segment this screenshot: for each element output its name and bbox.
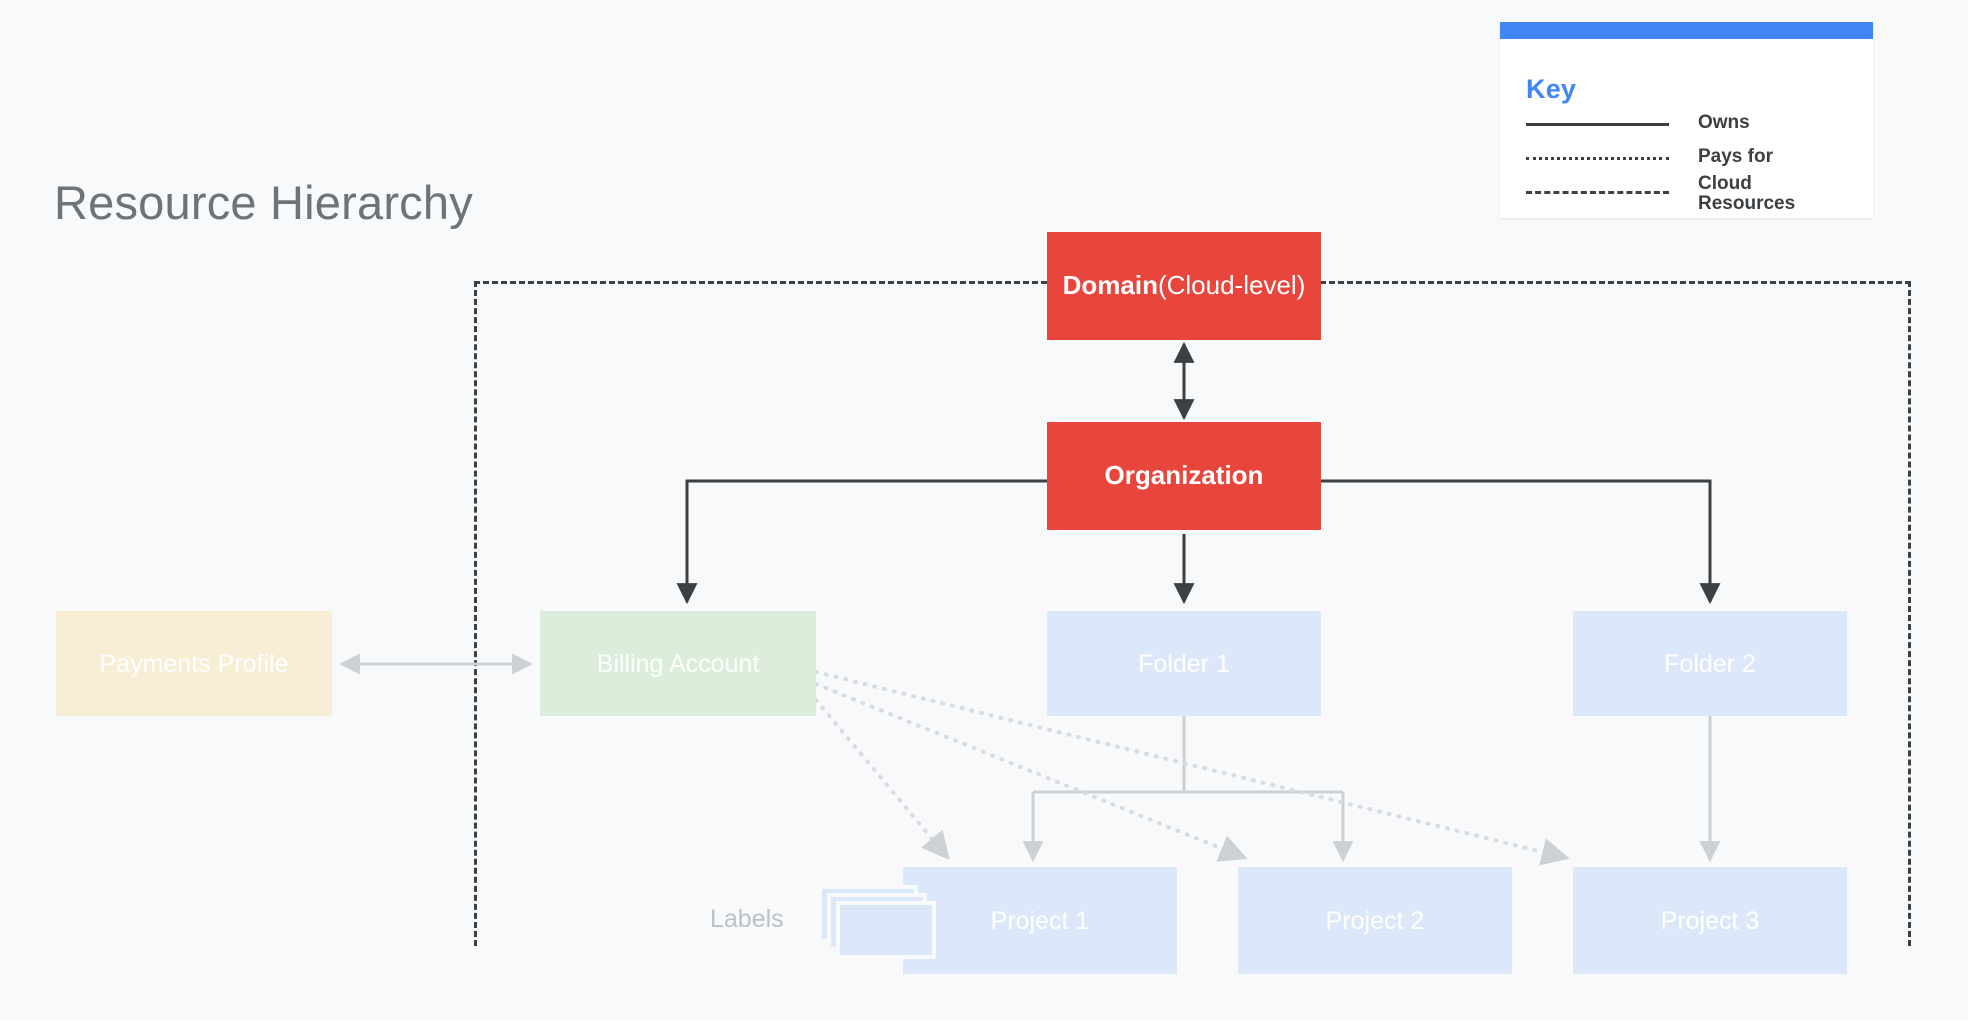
node-folder-1[interactable]: Folder 1 xyxy=(1047,611,1321,716)
node-project-3[interactable]: Project 3 xyxy=(1573,867,1847,974)
page-title: Resource Hierarchy xyxy=(54,176,473,229)
node-folder-1-label: Folder 1 xyxy=(1138,649,1230,678)
key-legend-panel: Key Owns Pays for Cloud Resources xyxy=(1500,22,1873,218)
node-domain[interactable]: Domain (Cloud-level) xyxy=(1047,232,1321,340)
node-project-3-label: Project 3 xyxy=(1660,906,1760,935)
node-domain-label: Domain xyxy=(1062,270,1158,301)
node-project-2[interactable]: Project 2 xyxy=(1238,867,1512,974)
node-domain-sublabel: (Cloud-level) xyxy=(1157,270,1306,301)
edge-folder1-bus xyxy=(1033,716,1343,794)
node-payments-profile[interactable]: Payments Profile xyxy=(56,611,332,716)
node-project-2-label: Project 2 xyxy=(1325,906,1425,935)
node-billing-account-label: Billing Account xyxy=(596,649,760,678)
node-organization[interactable]: Organization xyxy=(1047,422,1321,530)
node-payments-profile-label: Payments Profile xyxy=(99,649,289,678)
node-organization-label: Organization xyxy=(1104,460,1264,491)
edge-billing-project1-paysfor xyxy=(814,698,950,861)
key-row-pays-for: Pays for xyxy=(1526,140,1856,174)
key-row-cloud-resources: Cloud Resources xyxy=(1526,173,1856,214)
node-folder-2[interactable]: Folder 2 xyxy=(1573,611,1847,716)
key-label-pays-for: Pays for xyxy=(1698,145,1773,167)
node-billing-account[interactable]: Billing Account xyxy=(540,611,816,716)
labels-caption: Labels xyxy=(710,905,784,933)
edge-organization-folder2 xyxy=(1321,479,1721,605)
node-project-1-label: Project 1 xyxy=(990,906,1090,935)
key-label-owns: Owns xyxy=(1698,111,1750,133)
node-project-1[interactable]: Project 1 xyxy=(903,867,1177,974)
stacked-card-front xyxy=(836,901,936,959)
node-folder-2-label: Folder 2 xyxy=(1664,649,1756,678)
stacked-cards-icon xyxy=(818,885,940,960)
key-title: Key xyxy=(1526,74,1577,104)
key-label-cloud-resources: Cloud Resources xyxy=(1698,173,1796,215)
key-accent-bar xyxy=(1500,22,1873,39)
edge-organization-billing xyxy=(676,479,1047,605)
key-row-owns: Owns xyxy=(1526,106,1856,140)
